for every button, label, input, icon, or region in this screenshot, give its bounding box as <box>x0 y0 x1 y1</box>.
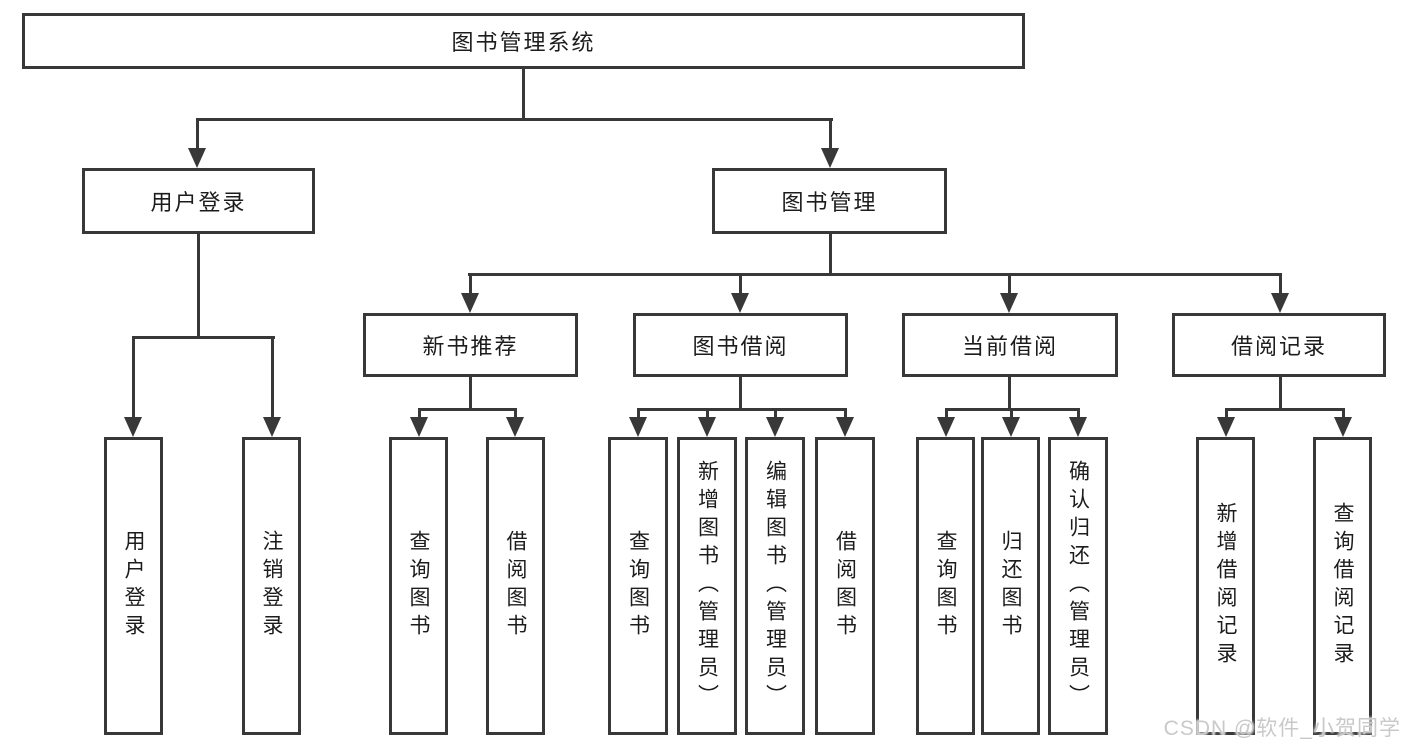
connector-to-leaf-user-login <box>132 336 135 417</box>
arrowhead-current-query <box>937 417 955 437</box>
connector-to-current-query <box>945 408 948 420</box>
leaf-label: 归还图书 <box>999 530 1022 642</box>
leaf-records-add-record: 新增借阅记录 <box>1196 437 1255 735</box>
leaf-label: 新增图书（管理员） <box>695 460 719 712</box>
node-book-management-branch: 图书管理 <box>712 168 947 234</box>
arrowhead-borrowing-edit <box>766 417 784 437</box>
arrowhead-book-management <box>821 148 839 168</box>
connector-to-recommend-query <box>418 408 421 420</box>
connector-to-current-borrow <box>1008 273 1011 295</box>
connector-to-current-confirm <box>1077 408 1080 420</box>
node-new-book-recommend: 新书推荐 <box>363 313 578 377</box>
arrowhead-borrowing-borrow <box>836 417 854 437</box>
connector-to-new-books <box>469 273 472 295</box>
arrowhead-recommend-query <box>410 417 428 437</box>
leaf-label: 查询图书 <box>626 530 650 642</box>
leaf-current-query-books: 查询图书 <box>916 437 975 735</box>
arrowhead-current-return <box>1002 417 1020 437</box>
node-label: 图书借阅 <box>692 334 789 359</box>
connector-user-stem <box>197 234 200 339</box>
arrowhead-current-confirm <box>1069 417 1087 437</box>
arrowhead-user-login <box>188 148 206 168</box>
leaf-borrowing-borrow-books: 借阅图书 <box>815 437 875 735</box>
leaf-recommend-borrow-books: 借阅图书 <box>486 437 545 735</box>
arrowhead-book-borrow <box>731 293 749 313</box>
connector-borrowing-rail <box>637 408 847 411</box>
node-library-management-system: 图书管理系统 <box>22 13 1025 69</box>
connector-to-borrowing-query <box>637 408 640 420</box>
connector-recommend-rail <box>418 408 517 411</box>
node-label: 新书推荐 <box>422 334 519 359</box>
connector-to-records-query <box>1342 408 1345 420</box>
leaf-user-login: 用户登录 <box>104 437 163 735</box>
leaf-label: 查询借阅记录 <box>1331 502 1354 670</box>
connector-to-book-management <box>829 118 832 150</box>
leaf-current-return-books: 归还图书 <box>981 437 1040 735</box>
arrowhead-borrowing-add <box>698 417 716 437</box>
arrowhead-borrow-records <box>1271 293 1289 313</box>
connector-book-stem <box>829 234 832 276</box>
node-user-login-branch: 用户登录 <box>82 168 315 234</box>
leaf-logout: 注销登录 <box>242 437 301 735</box>
arrowhead-recommend-borrow <box>506 417 524 437</box>
csdn-watermark: CSDN @软件_小贺同学 <box>1163 717 1401 740</box>
arrowhead-records-query <box>1334 417 1352 437</box>
connector-to-borrow-records <box>1279 273 1282 295</box>
connector-to-borrowing-add <box>706 408 709 420</box>
connector-recommend-stem <box>469 377 472 411</box>
node-label: 用户登录 <box>150 190 247 215</box>
connector-level3-rail <box>468 273 1282 276</box>
connector-to-leaf-logout <box>271 336 274 417</box>
leaf-borrowing-query-books: 查询图书 <box>608 437 668 735</box>
leaf-borrowing-edit-books-admin: 编辑图书（管理员） <box>745 437 805 735</box>
arrowhead-new-books <box>461 293 479 313</box>
node-borrowing-records: 借阅记录 <box>1172 313 1386 377</box>
connector-to-records-add <box>1225 408 1228 420</box>
connector-to-current-return <box>1010 408 1013 420</box>
leaf-label: 编辑图书（管理员） <box>763 460 787 712</box>
node-label: 图书管理系统 <box>451 30 596 55</box>
node-label: 当前借阅 <box>961 334 1058 359</box>
leaf-label: 确认归还（管理员） <box>1066 460 1090 712</box>
connector-borrowing-stem <box>739 377 742 411</box>
connector-to-user-login <box>196 118 199 150</box>
connector-to-borrowing-borrow <box>844 408 847 420</box>
arrowhead-leaf-user-login <box>124 417 142 437</box>
connector-level2-rail <box>196 118 833 121</box>
arrowhead-current-borrow <box>1000 293 1018 313</box>
connector-root-stem <box>522 69 525 121</box>
arrowhead-borrowing-query <box>629 417 647 437</box>
node-current-borrowing: 当前借阅 <box>902 313 1118 377</box>
node-label: 借阅记录 <box>1230 334 1327 359</box>
connector-current-stem <box>1008 377 1011 411</box>
connector-records-rail <box>1225 408 1344 411</box>
connector-records-stem <box>1279 377 1282 411</box>
leaf-records-query-record: 查询借阅记录 <box>1313 437 1372 735</box>
connector-user-rail <box>132 336 275 339</box>
arrowhead-records-add <box>1217 417 1235 437</box>
arrowhead-leaf-logout <box>263 417 281 437</box>
connector-to-borrowing-edit <box>774 408 777 420</box>
leaf-label: 用户登录 <box>122 530 145 642</box>
node-book-borrowing: 图书借阅 <box>633 313 848 377</box>
leaf-label: 新增借阅记录 <box>1214 502 1237 670</box>
connector-to-book-borrow <box>739 273 742 295</box>
leaf-label: 借阅图书 <box>833 530 857 642</box>
leaf-recommend-query-books: 查询图书 <box>389 437 448 735</box>
leaf-label: 借阅图书 <box>504 530 527 642</box>
leaf-borrowing-add-books-admin: 新增图书（管理员） <box>677 437 737 735</box>
node-label: 图书管理 <box>781 190 878 215</box>
leaf-current-confirm-return-admin: 确认归还（管理员） <box>1048 437 1108 735</box>
leaf-label: 注销登录 <box>260 530 283 642</box>
connector-to-recommend-borrow <box>514 408 517 420</box>
leaf-label: 查询图书 <box>934 530 957 642</box>
leaf-label: 查询图书 <box>407 530 430 642</box>
